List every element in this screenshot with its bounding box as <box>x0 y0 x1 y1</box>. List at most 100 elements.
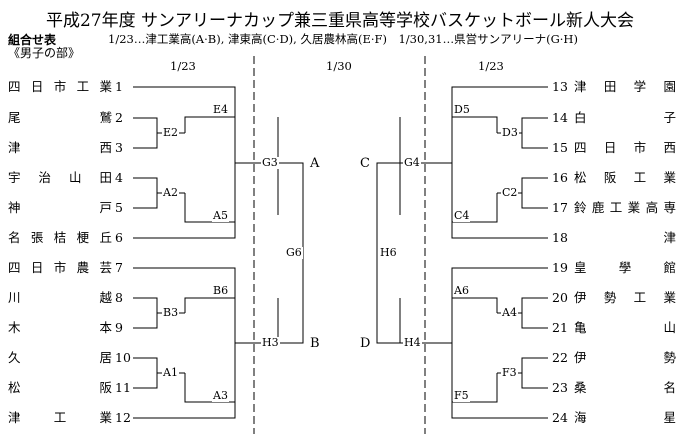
line-team-23 <box>521 373 548 389</box>
section-title: 組合せ表 <box>8 33 57 47</box>
team-row: 23 桑 名 <box>552 381 676 395</box>
team-number: 2 <box>115 110 123 125</box>
team-name: 津 西 <box>8 140 112 155</box>
line-team-3 <box>133 133 158 149</box>
team-name: 名張桔梗丘 <box>8 230 112 245</box>
team-name: 宇治山田 <box>8 170 112 185</box>
team-number: 9 <box>115 320 123 335</box>
match-b3: B3 <box>162 306 180 319</box>
team-row: 18 津 <box>552 231 676 245</box>
match-a3: A3 <box>212 389 229 402</box>
team-name: 四日市農芸 <box>8 260 112 275</box>
team-name: 鈴鹿工業高専 <box>574 200 676 215</box>
line-team-12 <box>133 343 236 419</box>
line-team-1 <box>133 86 236 117</box>
team-number: 3 <box>115 140 123 155</box>
team-name: 神 戸 <box>8 200 112 215</box>
team-row: 17 鈴鹿工業高専 <box>552 201 676 215</box>
team-number: 22 <box>552 350 568 365</box>
team-number: 10 <box>115 350 131 365</box>
line-d3 <box>452 116 498 133</box>
match-g3: G3 <box>261 156 279 169</box>
match-f3: F3 <box>501 366 518 379</box>
team-number: 12 <box>115 410 131 425</box>
team-row: 13 津田学園 <box>552 80 676 94</box>
line-c2 <box>452 193 498 223</box>
team-name: 津 工 業 <box>8 410 112 425</box>
page-title: 平成27年度 サンアリーナカップ兼三重県高等学校バスケットボール新人大会 <box>45 11 635 31</box>
team-name: 皇 學 館 <box>574 260 676 275</box>
match-c4: C4 <box>453 209 471 222</box>
team-number: 23 <box>552 380 568 395</box>
team-row: 15 四日市西 <box>552 141 676 155</box>
team-name: 四日市工業 <box>8 79 112 94</box>
venue-info: 1/23…津工業高(A·B), 津東高(C·D), 久居農林高(E·F) 1/3… <box>108 32 578 46</box>
line-team-15 <box>521 133 548 149</box>
team-number: 6 <box>115 230 123 245</box>
team-name: 松阪工業 <box>574 170 676 185</box>
team-number: 13 <box>552 79 568 94</box>
team-row: 16 松阪工業 <box>552 171 676 185</box>
team-name: 伊勢工業 <box>574 290 676 305</box>
team-row: 21 亀 山 <box>552 321 676 335</box>
team-number: 18 <box>552 230 568 245</box>
team-number: 16 <box>552 170 568 185</box>
line-a2 <box>184 193 235 223</box>
line-team-21 <box>521 313 548 329</box>
match-e4: E4 <box>212 103 230 116</box>
match-a4: A4 <box>501 306 518 319</box>
line-team-9 <box>133 313 158 329</box>
team-number: 1 <box>115 79 123 94</box>
team-number: 19 <box>552 260 568 275</box>
line-team-24 <box>451 343 548 419</box>
team-name: 津 <box>663 230 676 245</box>
match-g6: G6 <box>285 246 303 259</box>
match-f5: F5 <box>453 389 470 402</box>
team-name: 亀 山 <box>574 320 676 335</box>
slot-b: B <box>310 336 320 351</box>
team-number: 15 <box>552 140 568 155</box>
team-name: 久 居 <box>8 350 112 365</box>
division-label: 《男子の部》 <box>8 46 81 60</box>
team-number: 14 <box>552 110 568 125</box>
team-name: 尾 鷲 <box>8 110 112 125</box>
slot-d: D <box>360 336 371 351</box>
line-team-11 <box>133 373 158 389</box>
team-name: 松 阪 <box>8 380 112 395</box>
match-d3: D3 <box>501 126 519 139</box>
line-a1 <box>184 373 235 403</box>
team-number: 17 <box>552 200 568 215</box>
line-h6 <box>376 162 400 344</box>
slot-a: A <box>310 156 320 171</box>
team-number: 5 <box>115 200 123 215</box>
team-name: 津田学園 <box>574 79 676 94</box>
line-team-18 <box>451 163 548 239</box>
team-name: 四日市西 <box>574 140 676 155</box>
date-right: 1/23 <box>478 59 504 73</box>
line-team-6 <box>133 163 236 239</box>
line-b3 <box>184 297 235 313</box>
match-a2: A2 <box>162 186 179 199</box>
match-a5: A5 <box>212 209 229 222</box>
team-name: 桑 名 <box>574 380 676 395</box>
match-c2: C2 <box>501 186 519 199</box>
match-h4: H4 <box>403 336 422 349</box>
slot-c: C <box>360 156 370 171</box>
team-number: 4 <box>115 170 123 185</box>
team-number: 21 <box>552 320 568 335</box>
line-team-13 <box>451 86 548 117</box>
